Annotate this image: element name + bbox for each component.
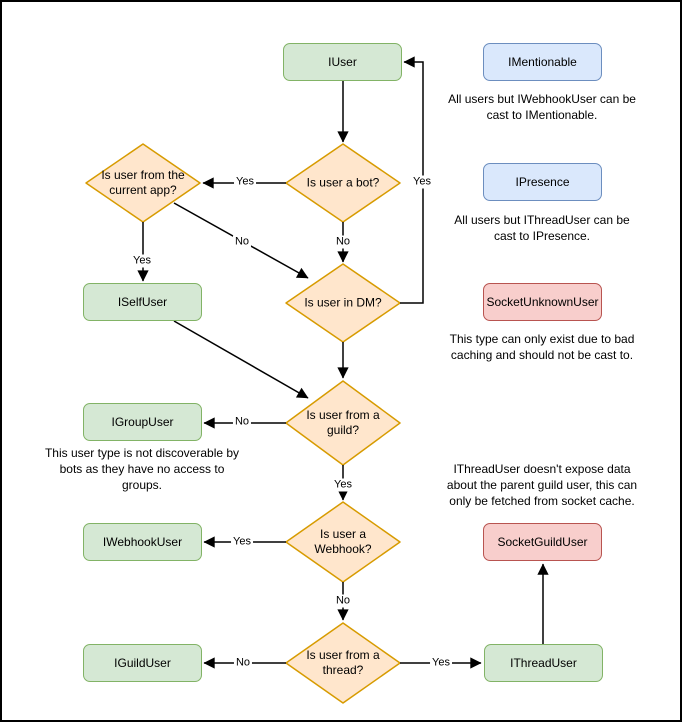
edge-label-current-app-no: No xyxy=(232,235,252,249)
caption-presence: All users but IThreadUser can be cast to… xyxy=(454,213,630,243)
edge-label-bot-yes: Yes xyxy=(234,175,256,189)
node-socketguilduser: SocketGuildUser xyxy=(483,523,602,561)
decision-label-dm: Is user in DM? xyxy=(304,295,382,310)
node-ithreaduser: IThreadUser xyxy=(484,644,603,682)
edge-label-webhook-yes: Yes xyxy=(231,535,253,549)
edge-label-thread-yes: Yes xyxy=(430,656,452,670)
edge-label-bot-no: No xyxy=(333,235,353,249)
decision-is-user-from-thread xyxy=(285,622,401,704)
edge-label-guild-yes: Yes xyxy=(332,478,354,492)
node-ipresence: IPresence xyxy=(483,163,602,201)
node-iuser: IUser xyxy=(283,43,402,81)
edge-label-dm-yes: Yes xyxy=(411,175,433,189)
node-socketunknownuser: SocketUnknownUser xyxy=(483,283,602,321)
node-iselfuser: ISelfUser xyxy=(83,283,202,321)
node-iguilduser: IGuildUser xyxy=(83,644,202,682)
node-igroupuser: IGroupUser xyxy=(83,403,202,441)
caption-mentionable: All users but IWebhookUser can be cast t… xyxy=(448,92,636,122)
edge-label-current-app-yes: Yes xyxy=(131,254,153,268)
node-imentionable: IMentionable xyxy=(483,43,602,81)
edge-label-webhook-no: No xyxy=(333,594,353,608)
caption-threaduser: IThreadUser doesn't expose data about th… xyxy=(446,462,638,508)
edge-label-thread-no: No xyxy=(233,656,253,670)
caption-groupuser: This user type is not discoverable by bo… xyxy=(44,446,240,492)
decision-label-guild: Is user from a guild? xyxy=(306,408,380,437)
edge-label-guild-no: No xyxy=(232,415,252,429)
decision-label-current-app: Is user from the current app? xyxy=(101,168,185,197)
decision-label-thread: Is user from a thread? xyxy=(306,648,380,677)
caption-socketunknown: This type can only exist due to bad cach… xyxy=(449,332,635,362)
decision-label-bot: Is user a bot? xyxy=(306,175,380,190)
decision-label-webhook: Is user a Webhook? xyxy=(314,527,372,556)
node-iwebhookuser: IWebhookUser xyxy=(83,523,202,561)
edge-iselfuser-to-guild xyxy=(173,320,309,399)
